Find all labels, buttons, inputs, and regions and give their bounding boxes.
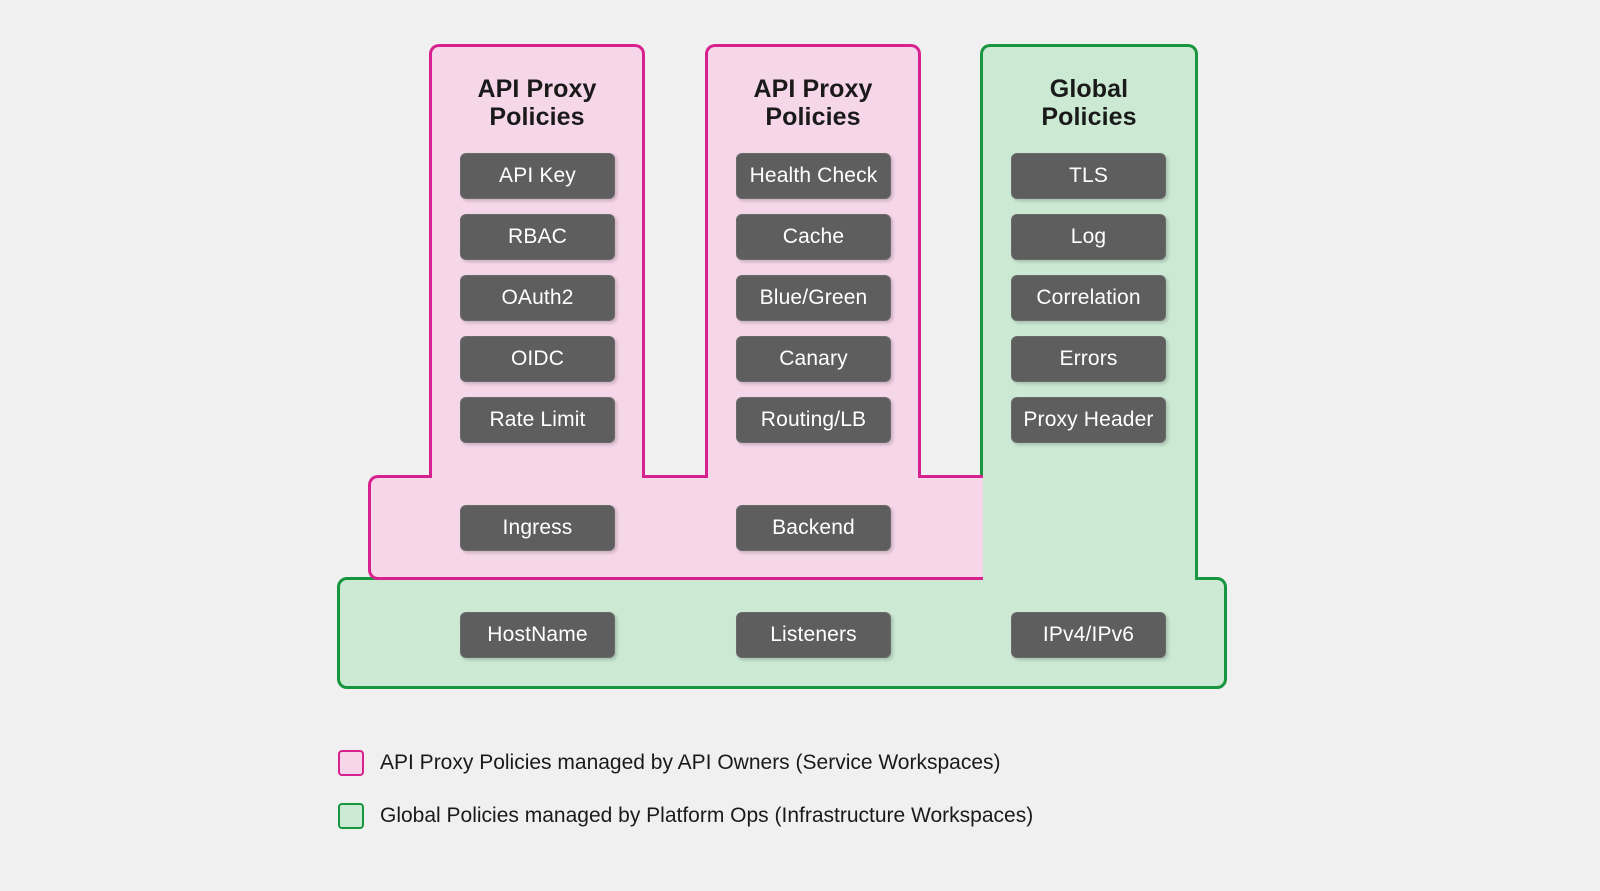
column-title-api-proxy-left: API Proxy Policies bbox=[432, 75, 642, 132]
legend-swatch-green-icon bbox=[338, 803, 364, 829]
column-title-api-proxy-middle: API Proxy Policies bbox=[708, 75, 918, 132]
column-title-line1: API Proxy bbox=[477, 75, 597, 103]
policy-chip-health-check[interactable]: Health Check bbox=[736, 153, 891, 199]
policy-chip-hostname[interactable]: HostName bbox=[460, 612, 615, 658]
policy-chip-cache[interactable]: Cache bbox=[736, 214, 891, 260]
policy-chip-backend[interactable]: Backend bbox=[736, 505, 891, 551]
legend-item-global-policies: Global Policies managed by Platform Ops … bbox=[338, 803, 1033, 829]
legend-label-global-policies: Global Policies managed by Platform Ops … bbox=[380, 804, 1034, 827]
policy-chip-proxy-header[interactable]: Proxy Header bbox=[1011, 397, 1166, 443]
policy-chip-oidc[interactable]: OIDC bbox=[460, 336, 615, 382]
policy-chip-correlation[interactable]: Correlation bbox=[1011, 275, 1166, 321]
legend-item-api-proxy-policies: API Proxy Policies managed by API Owners… bbox=[338, 750, 1001, 776]
policy-chip-canary[interactable]: Canary bbox=[736, 336, 891, 382]
policy-chip-log[interactable]: Log bbox=[1011, 214, 1166, 260]
column-title-line2: Policies bbox=[1041, 103, 1137, 132]
policy-chip-listeners[interactable]: Listeners bbox=[736, 612, 891, 658]
column-title-line1: Global bbox=[1049, 75, 1129, 103]
column-title-line2: Policies bbox=[489, 103, 585, 132]
policy-chip-tls[interactable]: TLS bbox=[1011, 153, 1166, 199]
column-title-line1: API Proxy bbox=[753, 75, 873, 103]
policy-chip-oauth2[interactable]: OAuth2 bbox=[460, 275, 615, 321]
legend-label-api-proxy-policies: API Proxy Policies managed by API Owners… bbox=[380, 751, 1001, 774]
policy-chip-errors[interactable]: Errors bbox=[1011, 336, 1166, 382]
policy-chip-ingress[interactable]: Ingress bbox=[460, 505, 615, 551]
policy-chip-ipv4-ipv6[interactable]: IPv4/IPv6 bbox=[1011, 612, 1166, 658]
column-title-line2: Policies bbox=[765, 103, 861, 132]
column-title-global-policies: Global Policies bbox=[983, 75, 1195, 132]
policy-chip-api-key[interactable]: API Key bbox=[460, 153, 615, 199]
policy-chip-routing-lb[interactable]: Routing/LB bbox=[736, 397, 891, 443]
legend-swatch-pink-icon bbox=[338, 750, 364, 776]
policy-chip-rbac[interactable]: RBAC bbox=[460, 214, 615, 260]
policy-chip-rate-limit[interactable]: Rate Limit bbox=[460, 397, 615, 443]
policy-chip-blue-green[interactable]: Blue/Green bbox=[736, 275, 891, 321]
